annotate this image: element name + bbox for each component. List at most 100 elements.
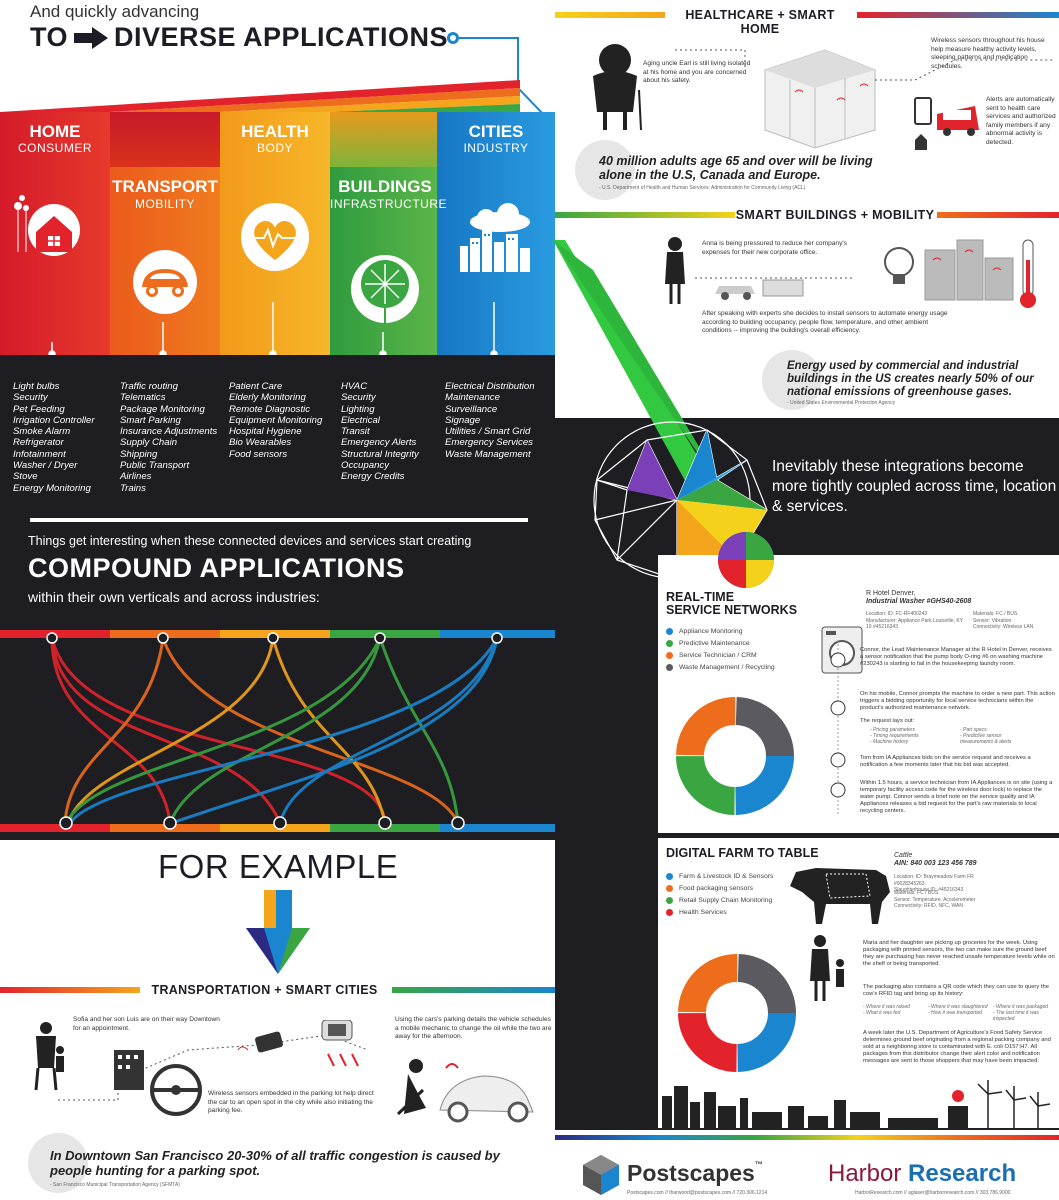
health-illustration xyxy=(593,44,1055,150)
list-item: - Timing requirements xyxy=(870,733,919,739)
list-item: - Pricing parameters xyxy=(870,727,916,733)
legend-dot-icon xyxy=(666,896,673,904)
legend-dot-icon xyxy=(666,639,673,647)
legend-label: Retail Supply Chain Monitoring xyxy=(679,896,773,904)
legend-label: Waste Management / Recycling xyxy=(679,663,775,671)
intro-title: TO DIVERSE APPLICATIONS xyxy=(30,22,448,53)
farm-p3: A week later the U.S. Department of Agri… xyxy=(863,1030,1051,1064)
farm-connectivity: Connectivity: RFID, NFC, WAN xyxy=(894,903,963,909)
realtime-title: REAL-TIME SERVICE NETWORKS xyxy=(666,591,797,617)
list-item: Pet Feeding xyxy=(13,403,65,415)
health-heading: HEALTHCARE + SMART HOME xyxy=(685,8,835,36)
list-item: Washer / Dryer xyxy=(13,460,78,472)
postscapes-logo-icon xyxy=(583,1155,619,1195)
list-item: measurements & alerts xyxy=(960,739,1012,745)
buildings-heading: SMART BUILDINGS + MOBILITY xyxy=(735,208,935,222)
quote-bubble xyxy=(762,350,822,410)
buildings-top xyxy=(330,112,437,167)
legend-item: Appliance Monitoring xyxy=(666,625,776,637)
legend-item: Retail Supply Chain Monitoring xyxy=(666,894,796,906)
legend-dot-icon xyxy=(666,908,673,916)
city-icon xyxy=(460,203,530,272)
legend-item: Predictive Maintenance xyxy=(666,637,776,649)
farm-p1: Maria and her daughter are picking up gr… xyxy=(863,940,1055,967)
realtime-device: R Hotel Denver, Industrial Washer #GHS40… xyxy=(866,590,971,606)
list-item: Security xyxy=(341,392,376,404)
legend-dot-icon xyxy=(666,872,673,880)
farm-skyline xyxy=(658,1080,1059,1130)
list-item: Light bulbs xyxy=(13,381,60,392)
postscapes-logo: Postscapes™ xyxy=(627,1160,763,1187)
left-column: And quickly advancing TO DIVERSE APPLICA… xyxy=(0,2,555,1193)
buildings-sub: INFRASTRUCTURE xyxy=(330,197,447,211)
harbor-contact[interactable]: HarborResearch.com // aglaser@harborrese… xyxy=(855,1190,1011,1196)
list-item: - Predictive sensor xyxy=(960,733,1002,739)
cattle-ain: AIN: 840 003 123 456 789 xyxy=(894,860,977,867)
transport-rule-right xyxy=(392,987,555,993)
list-item: Electrical Distribution xyxy=(445,381,535,392)
device-manufacturer: Manufacturer: Appliance Park Louisville,… xyxy=(866,617,963,631)
transport-source: - San Francisco Municipal Transportation… xyxy=(50,1182,180,1188)
list-item: Transit xyxy=(341,426,370,438)
right-column: HEALTHCARE + SMART HOME Aging uncle Earl… xyxy=(553,0,1059,1200)
compound-lines-graphic xyxy=(0,630,555,832)
list-item: Lighting xyxy=(341,403,375,415)
legend-label: Appliance Monitoring xyxy=(679,627,743,635)
for-example: FOR EXAMPLE xyxy=(158,848,399,885)
legend-item: Food packaging sensors xyxy=(666,882,796,894)
heart-icon xyxy=(241,203,309,271)
list-item: Surveillance xyxy=(445,403,498,415)
coupled-text: Inevitably these integrations become mor… xyxy=(772,458,1057,515)
arrow-down-icon xyxy=(246,890,310,974)
realtime-donut-chart xyxy=(676,697,794,815)
list-item: - Part specs xyxy=(960,727,987,733)
harbor-name: Harbor xyxy=(828,1160,902,1187)
list-item: Energy Monitoring xyxy=(13,482,91,494)
cities-title: CITIES xyxy=(468,122,524,141)
list-item: Hospital Hygiene xyxy=(229,426,302,438)
legend-label: Predictive Maintenance xyxy=(679,639,750,647)
list-item: Package Monitoring xyxy=(120,403,205,415)
buildings-quote: Energy used by commercial and industrial… xyxy=(787,360,1034,398)
transport-text-2: Using the cars's parking details the veh… xyxy=(395,1016,552,1040)
legend-label: Service Technician / CRM xyxy=(679,651,757,659)
list-item: Bio Wearables xyxy=(229,437,292,449)
transport-top xyxy=(110,112,220,167)
home-sub: CONSUMER xyxy=(17,141,92,155)
list-item: - The last time it was inspected xyxy=(993,1010,1039,1022)
health-sub: BODY xyxy=(256,141,293,155)
realtime-req: - Pricing parameters - Part specs - Timing… xyxy=(870,727,1050,745)
realtime-p4: Tom from IA Appliances bids on the servi… xyxy=(860,755,1031,768)
health-quote: 40 million adults age 65 and over will b… xyxy=(599,154,873,182)
shoppers-icon xyxy=(810,935,844,1001)
intro-line1: And quickly advancing xyxy=(30,2,200,21)
list-item: Waste Management xyxy=(445,448,531,460)
list-item: Irrigation Controller xyxy=(13,414,95,426)
farm-hist: - Where it was raised- Where it was slau… xyxy=(863,1004,1058,1022)
legend-label: Health Services xyxy=(679,908,727,916)
list-item: Infotainment xyxy=(13,448,66,460)
farm-title: DIGITAL FARM TO TABLE xyxy=(666,846,819,860)
list-item: Structural Integrity xyxy=(341,448,419,460)
buildings-rule-right xyxy=(937,212,1059,218)
list-item: Maintenance xyxy=(445,392,500,404)
list-item: Smart Parking xyxy=(120,414,181,426)
health-source: - U.S. Department of Health and Human Se… xyxy=(599,185,806,191)
arrow-right-icon xyxy=(74,26,109,49)
list-item: Smoke Alarm xyxy=(13,426,71,438)
list-item: Food sensors xyxy=(229,448,288,460)
car-icon xyxy=(133,250,197,314)
legend-dot-icon xyxy=(666,663,673,671)
compound-title: COMPOUND APPLICATIONS xyxy=(28,553,405,583)
postscapes-contact[interactable]: Postscapes.com // tharwood@postscapes.co… xyxy=(627,1190,768,1196)
list-item: Elderly Monitoring xyxy=(229,392,306,404)
farm-cattle: Cattle AIN: 840 003 123 456 789 xyxy=(894,852,977,868)
list-item: Occupancy xyxy=(341,460,389,472)
device-materials: Materials: FC / BUS xyxy=(973,611,1018,617)
list-item: Patient Care xyxy=(229,381,283,392)
legend-dot-icon xyxy=(666,651,673,659)
realtime-panel: REAL-TIME SERVICE NETWORKS Appliance Mon… xyxy=(658,532,1059,833)
